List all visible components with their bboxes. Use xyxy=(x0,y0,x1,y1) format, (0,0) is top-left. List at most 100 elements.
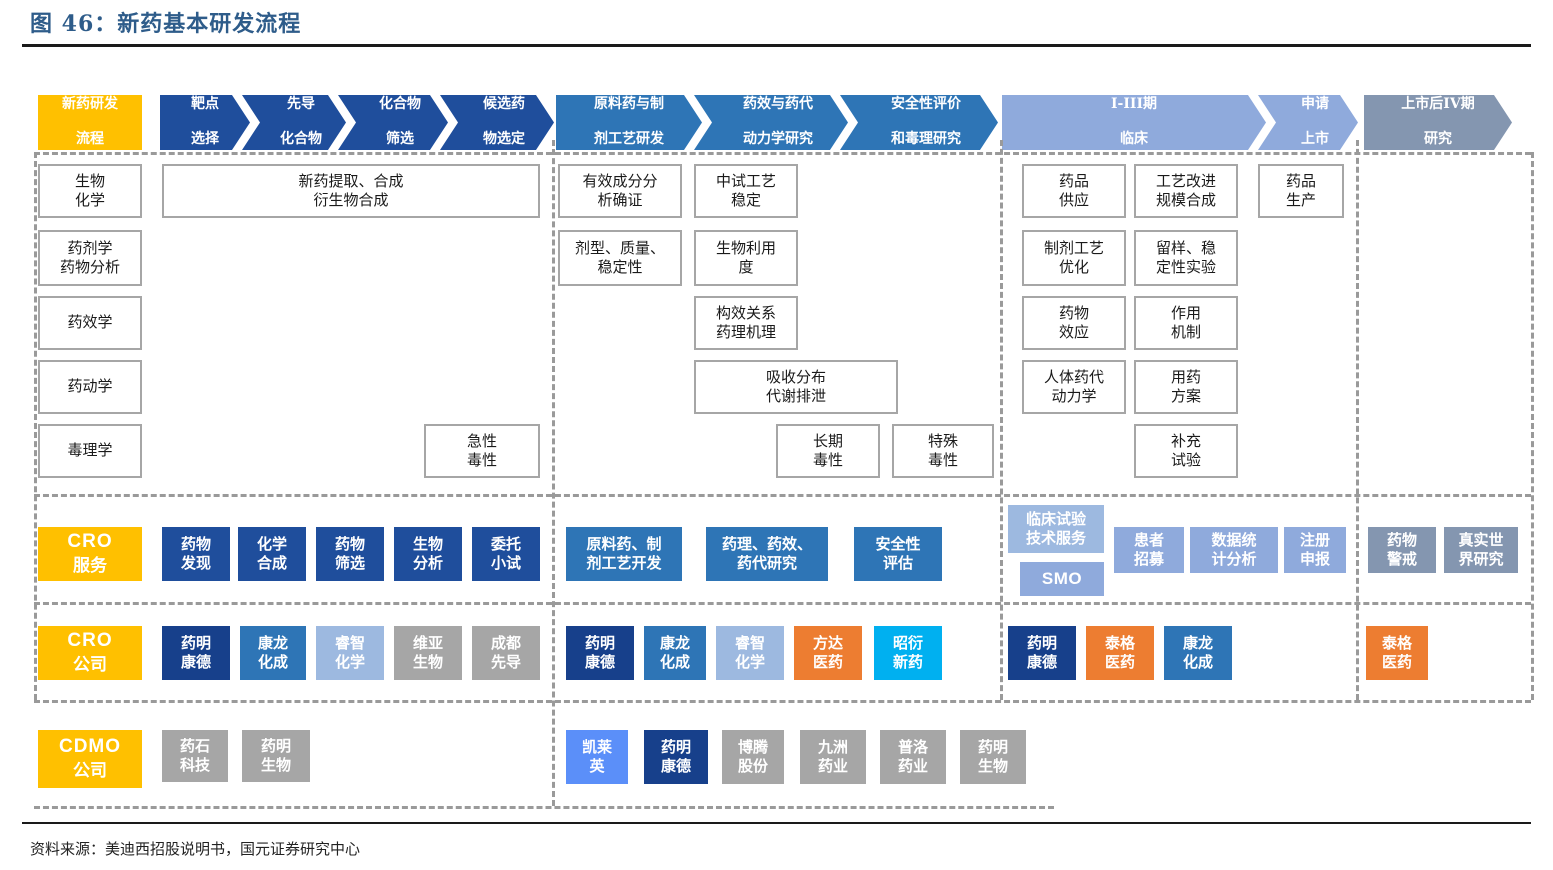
activity-box-4: 剂型、质量、稳定性 xyxy=(558,230,682,286)
cro-service-chip-8[interactable]: 安全性评估 xyxy=(854,527,942,581)
cdmo-company-chip-2[interactable]: 药明生物 xyxy=(242,730,310,782)
activity-box-11-line1: 药品 xyxy=(1058,171,1089,190)
cdmo-company-chip-3-line2: 英 xyxy=(589,757,605,775)
phase-arrow-3[interactable]: 化合物筛选 xyxy=(338,95,448,150)
phase-9-line2: 上市 xyxy=(1301,131,1329,148)
cro-service-chip-7[interactable]: 药理、药效、药代研究 xyxy=(706,527,828,581)
cro-service-chip-6-line1: 原料药、制 xyxy=(586,535,662,554)
activity-box-3-line1: 有效成分分 xyxy=(582,171,658,190)
phase-arrow-4[interactable]: 候选药物选定 xyxy=(440,95,554,150)
cro-company-chip-8-line1: 睿智 xyxy=(734,634,765,653)
cro-service-chip-2[interactable]: 化学合成 xyxy=(238,527,306,581)
cro-service-chip-11[interactable]: 患者招募 xyxy=(1114,527,1184,573)
activity-box-4-line1: 剂型、质量、 xyxy=(574,238,665,257)
cdmo-company-chip-4[interactable]: 药明康德 xyxy=(644,730,708,784)
cro-service-chip-14[interactable]: 药物警戒 xyxy=(1368,527,1436,573)
cro-service-chip-3-line2: 筛选 xyxy=(334,554,365,572)
cro-service-chip-12-line2: 计分析 xyxy=(1211,550,1257,568)
cro-service-chip-5[interactable]: 委托小试 xyxy=(472,527,540,581)
activity-box-19: 用药方案 xyxy=(1134,360,1238,414)
phase-arrow-7[interactable]: 安全性评价和毒理研究 xyxy=(840,95,998,150)
cro-service-chip-1[interactable]: 药物发现 xyxy=(162,527,230,581)
phase-3-line1: 化合物 xyxy=(379,96,421,113)
cro-company-chip-7[interactable]: 康龙化成 xyxy=(644,626,706,680)
cdmo-company-chip-6-line1: 九洲 xyxy=(817,738,848,757)
phase-1-line2: 选择 xyxy=(191,131,219,148)
cro-service-chip-12[interactable]: 数据统计分析 xyxy=(1190,527,1278,573)
cro-service-chip-15-line2: 界研究 xyxy=(1458,550,1504,568)
phase-10-line2: 研究 xyxy=(1423,131,1452,148)
cdmo-company-chip-6[interactable]: 九洲药业 xyxy=(800,730,866,784)
phase-arrow-8[interactable]: I-III期临床 xyxy=(1002,95,1266,150)
dash-rule-cro-company xyxy=(34,602,1531,605)
phase-7-line1: 安全性评价 xyxy=(891,96,961,113)
cro-company-chip-5[interactable]: 成都先导 xyxy=(472,626,540,680)
cro-service-chip-5-line2: 小试 xyxy=(490,554,521,572)
activity-box-10: 特殊毒性 xyxy=(892,424,994,478)
activity-box-20: 补充试验 xyxy=(1134,424,1238,478)
cro-service-chip-1-line1: 药物 xyxy=(180,535,211,554)
cdmo-company-chip-7-line2: 药业 xyxy=(897,757,928,775)
cro-company-chip-13-line1: 康龙 xyxy=(1182,634,1213,653)
activity-box-12: 工艺改进规模合成 xyxy=(1134,164,1238,218)
phase-band: 新药研发流程靶点选择先导化合物化合物筛选候选药物选定原料药与制剂工艺研发药效与药… xyxy=(0,95,1553,150)
cdmo-company-chip-6-line2: 药业 xyxy=(817,757,848,775)
phase-arrow-6[interactable]: 药效与药代动力学研究 xyxy=(694,95,848,150)
cro-company-chip-10-line2: 新药 xyxy=(892,653,923,671)
activity-box-6-line1: 生物利用 xyxy=(715,238,776,257)
cro-service-chip-5-line1: 委托 xyxy=(490,535,521,554)
cro-company-chip-4[interactable]: 维亚生物 xyxy=(394,626,462,680)
dash-divider-right xyxy=(1531,152,1534,700)
cro-service-chip-6[interactable]: 原料药、制剂工艺开发 xyxy=(566,527,682,581)
cdmo-company-chip-7-line1: 普洛 xyxy=(897,738,928,757)
phase-arrow-1[interactable]: 靶点选择 xyxy=(160,95,250,150)
phase-5-line2: 剂工艺研发 xyxy=(594,131,664,148)
row-label-cdmo-company-en: CDMO xyxy=(58,736,122,758)
cro-company-chip-14[interactable]: 泰格医药 xyxy=(1366,626,1428,680)
cro-company-chip-12[interactable]: 泰格医药 xyxy=(1086,626,1154,680)
cdmo-company-chip-5[interactable]: 博腾股份 xyxy=(722,730,784,784)
phase-arrow-2[interactable]: 先导化合物 xyxy=(242,95,346,150)
cro-company-chip-9[interactable]: 方达医药 xyxy=(794,626,862,680)
cro-service-chip-9[interactable]: 临床试验技术服务 xyxy=(1008,505,1104,553)
cro-company-chip-11[interactable]: 药明康德 xyxy=(1008,626,1076,680)
cro-company-chip-7-line1: 康龙 xyxy=(659,634,690,653)
cro-service-chip-4[interactable]: 生物分析 xyxy=(394,527,462,581)
cro-service-chip-13[interactable]: 注册申报 xyxy=(1284,527,1346,573)
cro-company-chip-4-line1: 维亚 xyxy=(412,634,443,653)
cro-company-chip-2[interactable]: 康龙化成 xyxy=(240,626,306,680)
cdmo-company-chip-5-line2: 股份 xyxy=(737,757,768,775)
phase-label-new-drug-process: 新药研发流程 xyxy=(38,95,142,150)
phase-6-line1: 药效与药代 xyxy=(743,96,813,113)
cro-service-chip-9-line1: 临床试验 xyxy=(1025,510,1086,529)
cro-service-chip-15[interactable]: 真实世界研究 xyxy=(1444,527,1518,573)
cro-company-chip-3[interactable]: 睿智化学 xyxy=(316,626,384,680)
cro-company-chip-10[interactable]: 昭衍新药 xyxy=(874,626,942,680)
cro-company-chip-1[interactable]: 药明康德 xyxy=(162,626,230,680)
cro-service-chip-13-line1: 注册 xyxy=(1299,531,1330,550)
cro-service-chip-1-line2: 发现 xyxy=(180,554,211,572)
phase-1-line1: 靶点 xyxy=(191,96,219,113)
dash-divider-clinical-end xyxy=(1356,140,1359,700)
phase-arrow-10[interactable]: 上市后IV期研究 xyxy=(1364,95,1512,150)
activity-box-13: 药品生产 xyxy=(1258,164,1344,218)
cro-company-chip-12-line1: 泰格 xyxy=(1104,634,1135,653)
phase-arrow-5[interactable]: 原料药与制剂工艺研发 xyxy=(556,95,702,150)
cro-service-chip-3[interactable]: 药物筛选 xyxy=(316,527,384,581)
cdmo-company-chip-8[interactable]: 药明生物 xyxy=(960,730,1026,784)
cdmo-company-chip-3[interactable]: 凯莱英 xyxy=(566,730,628,784)
cro-service-chip-10[interactable]: SMO xyxy=(1020,562,1104,596)
cdmo-company-chip-7[interactable]: 普洛药业 xyxy=(880,730,946,784)
phase-2-line1: 先导 xyxy=(287,96,315,113)
cro-company-chip-8[interactable]: 睿智化学 xyxy=(716,626,784,680)
activity-box-9-line2: 毒性 xyxy=(812,451,843,469)
activity-box-7-line1: 构效关系 xyxy=(715,303,776,322)
cro-company-chip-6[interactable]: 药明康德 xyxy=(566,626,634,680)
activity-box-5-line2: 稳定 xyxy=(730,191,761,209)
cdmo-company-chip-1[interactable]: 药石科技 xyxy=(162,730,228,782)
cro-service-chip-2-line1: 化学 xyxy=(256,535,287,554)
cro-company-chip-13[interactable]: 康龙化成 xyxy=(1164,626,1232,680)
phase-arrow-9[interactable]: 申请上市 xyxy=(1258,95,1358,150)
cdmo-company-chip-8-line2: 生物 xyxy=(977,757,1008,775)
activity-box-6-line2: 度 xyxy=(738,258,754,276)
